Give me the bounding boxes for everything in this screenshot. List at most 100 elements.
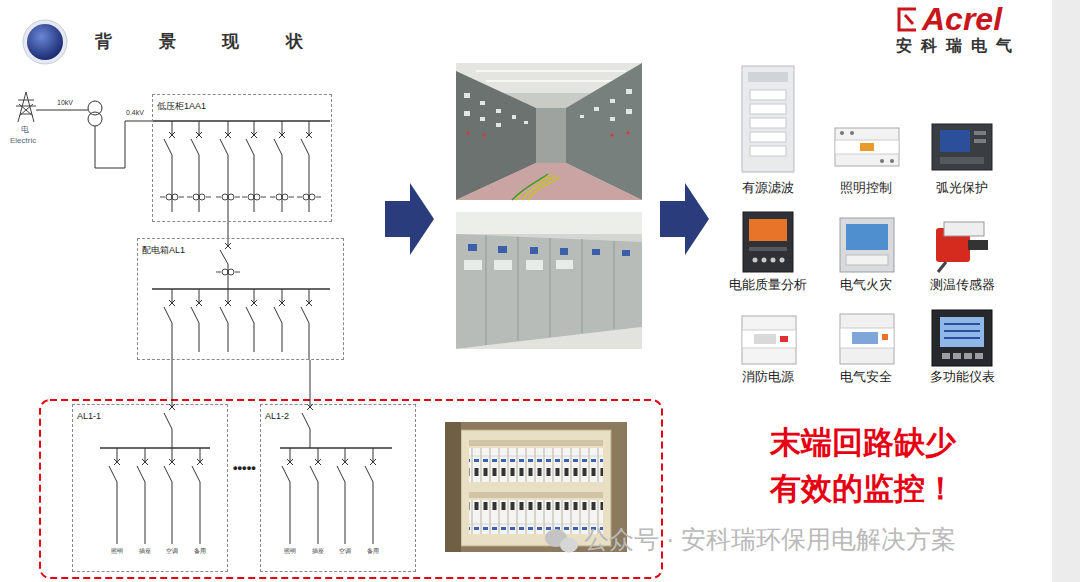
- temperature-sensor-icon: [936, 222, 988, 272]
- feeders-al1-2: [290, 492, 373, 544]
- photo-switchroom: [483, 134, 486, 137]
- dashed-panel-box: 低压柜1AA1: [152, 94, 332, 222]
- photo-switchroom: [512, 174, 548, 200]
- feeders-al1-2: [282, 448, 376, 544]
- lighting-control-icon: [860, 143, 874, 151]
- lighting-control-icon: [840, 131, 844, 135]
- feeders-al1-2: [365, 448, 376, 492]
- lighting-control-icon: [890, 159, 894, 163]
- feeders-al1: [172, 333, 309, 360]
- photo-switchroom: [476, 71, 626, 81]
- photo-switchroom: [456, 63, 642, 200]
- product-name: 多功能仪表: [930, 369, 995, 385]
- product-name: 弧光保护: [936, 180, 988, 196]
- feeders-1aa1: [164, 121, 175, 165]
- photo-switchroom: [627, 132, 630, 135]
- feeders-al1-1: [192, 448, 203, 492]
- brand-name: Acrel: [922, 0, 1002, 38]
- feeders-al1: [164, 289, 312, 360]
- temperature-sensor-icon: [944, 222, 984, 236]
- lighting-control-icon: [840, 131, 894, 163]
- arc-protection-icon: [932, 124, 992, 170]
- fire-power-icon: [780, 336, 788, 342]
- flow-arrow: [660, 183, 709, 255]
- lighting-control-icon: [850, 131, 854, 135]
- feeder-wire: [310, 360, 311, 404]
- lighting-control-icon: [835, 128, 899, 166]
- power-quality-icon: [749, 219, 787, 241]
- feeders-al1-1: [109, 448, 203, 544]
- photo-switchroom: [536, 108, 566, 163]
- fire-power-icon: [742, 316, 796, 364]
- supply-wires: [88, 101, 102, 115]
- feeders-al1: [191, 289, 202, 333]
- photo-switchroom: [456, 63, 642, 200]
- power-quality-icon: [743, 212, 793, 272]
- product-name: 消防电源: [742, 369, 794, 385]
- feeders-1aa1: [220, 121, 231, 165]
- apf-cabinet-icon: [750, 118, 786, 128]
- busbar-al1: [152, 288, 330, 290]
- title-bullet: [27, 24, 63, 60]
- photo-cabinets: [622, 250, 630, 256]
- watermark-icon: [545, 529, 578, 553]
- photo-switchroom: [464, 111, 470, 116]
- apf-cabinet-icon: [750, 146, 786, 156]
- photo-switchroom: [496, 123, 501, 127]
- photo-switchroom: [496, 109, 501, 113]
- multifunction-meter-icon: [932, 310, 992, 366]
- feeders-al1-1: [117, 492, 200, 544]
- photo-switchroom: [467, 132, 470, 135]
- panel-name: AL1-1: [73, 409, 105, 424]
- brand-name: 安科瑞电气: [896, 36, 1021, 55]
- power-quality-icon: [762, 258, 767, 263]
- busbar-1aa1: [152, 120, 330, 122]
- photo-cabinets: [456, 212, 642, 234]
- photo-distribution-board: [469, 492, 603, 498]
- photo-cabinets: [456, 212, 642, 349]
- circuit-name: 备用: [194, 548, 206, 555]
- highlight-region: [40, 400, 662, 578]
- photo-switchroom: [512, 115, 516, 119]
- fire-monitor-icon: [840, 218, 894, 272]
- dashed-panel-box: AL1-2: [260, 404, 416, 572]
- photo-cabinets: [486, 235, 614, 345]
- feeders-1aa1: [242, 194, 266, 200]
- photo-cabinets: [456, 234, 642, 349]
- power-quality-icon: [743, 212, 793, 272]
- logo-mark: [905, 15, 913, 24]
- feeders-1aa1: [160, 121, 321, 222]
- photo-cabinets: [556, 260, 573, 269]
- incomer-al1-2: [302, 404, 313, 448]
- photo-switchroom: [516, 175, 560, 200]
- slide-title: 背 景 现 状: [95, 32, 324, 52]
- fire-monitor-icon: [846, 255, 888, 265]
- multifunction-meter-icon: [944, 324, 980, 338]
- multifunction-meter-icon: [942, 353, 983, 359]
- electrical-safety-icon: [852, 332, 878, 344]
- power-quality-icon: [780, 258, 785, 263]
- power-quality-icon: [771, 258, 776, 263]
- logo-mark: [899, 9, 916, 30]
- power-quality-icon: [753, 258, 785, 263]
- photo-cabinets: [456, 327, 642, 349]
- feeders-al1: [220, 289, 231, 333]
- multifunction-meter-icon: [932, 310, 992, 366]
- photo-distribution-board: [445, 422, 461, 552]
- busbar-al1: [152, 288, 330, 290]
- incomer-al1-1: [164, 404, 175, 448]
- multifunction-meter-icon: [942, 353, 950, 359]
- circuit-name: 照明: [111, 548, 123, 555]
- feeders-al1: [164, 289, 175, 333]
- fire-power-icon: [754, 334, 776, 344]
- feeders-al1-1: [164, 448, 175, 492]
- feeders-al1-2: [310, 448, 321, 492]
- feeders-al1: [274, 289, 285, 333]
- photo-switchroom: [464, 89, 632, 127]
- arc-protection-icon: [940, 157, 984, 164]
- pylon-symbol: [16, 92, 36, 122]
- arc-protection-icon: [974, 139, 986, 143]
- photo-distribution-board: [469, 448, 603, 482]
- product-name: 电能质量分析: [729, 277, 807, 293]
- photo-cabinets: [468, 244, 477, 251]
